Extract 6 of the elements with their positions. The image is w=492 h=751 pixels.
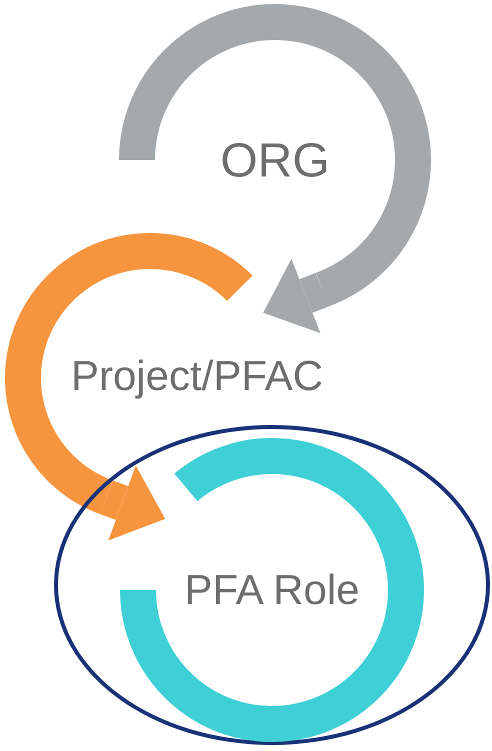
node-label: Project/PFAC — [70, 352, 324, 400]
arrow — [100, 465, 166, 541]
arrow — [263, 258, 329, 334]
node-label: ORG — [220, 136, 330, 188]
node-label: PFA Role — [184, 566, 360, 614]
ellipse-outline — [54, 425, 490, 745]
